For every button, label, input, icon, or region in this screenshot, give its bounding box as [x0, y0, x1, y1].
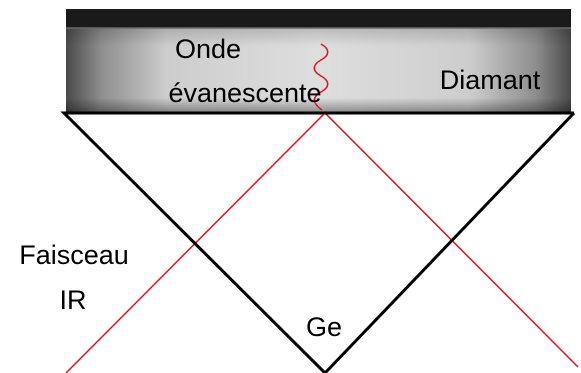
diamond-crystal — [66, 9, 571, 112]
diamond-label: Diamant — [440, 65, 541, 95]
germanium-prism — [60, 111, 576, 373]
germanium-label: Ge — [306, 312, 342, 342]
crystal-top-edge — [66, 9, 571, 28]
evanescent-wave-icon — [313, 43, 329, 111]
crystal-shading — [66, 18, 571, 112]
evanescent-wave-label-line2: évanescente — [168, 78, 321, 108]
ir-beam-label-line2: IR — [60, 285, 87, 315]
evanescent-wave-label-line1: Onde — [175, 34, 241, 64]
ir-beam-label-line1: Faisceau — [19, 240, 129, 270]
